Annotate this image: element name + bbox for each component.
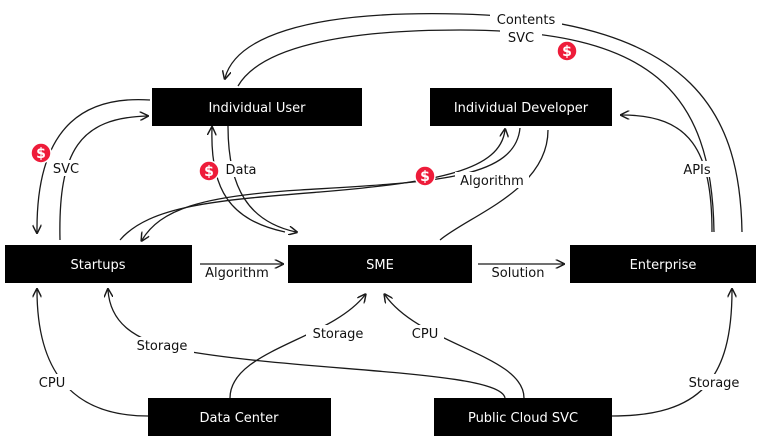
edge-label-cpu-startups: CPU <box>32 374 72 391</box>
svg-text:$: $ <box>420 169 430 185</box>
svg-text:Storage: Storage <box>313 327 364 342</box>
node-individual-developer: Individual Developer <box>430 88 612 126</box>
svg-text:Individual Developer: Individual Developer <box>454 101 589 116</box>
edge-public-cloud-to-enterprise <box>611 290 732 417</box>
node-startups: Startups <box>5 245 192 283</box>
svg-text:APIs: APIs <box>683 163 711 178</box>
edge-label-storage-startups: Storage <box>130 337 194 354</box>
edge-label-algorithm-dev: Algorithm <box>455 172 529 189</box>
edge-label-svc-top: SVC <box>500 29 542 46</box>
node-sme: SME <box>288 245 472 283</box>
edge-label-cpu-sme: CPU <box>406 325 444 342</box>
svg-text:CPU: CPU <box>412 327 438 342</box>
svg-text:Solution: Solution <box>492 266 545 281</box>
node-enterprise: Enterprise <box>570 245 756 283</box>
edge-label-storage-enterprise: Storage <box>682 374 746 391</box>
svg-text:Storage: Storage <box>137 339 188 354</box>
edge-public-cloud-to-sme <box>385 295 525 399</box>
edge-individual-user-to-startups <box>37 98 151 232</box>
node-data-center: Data Center <box>148 398 331 436</box>
svg-text:SVC: SVC <box>508 31 534 46</box>
svg-text:Storage: Storage <box>689 376 740 391</box>
edge-label-svc-left: SVC <box>50 160 86 177</box>
svg-text:Algorithm: Algorithm <box>460 174 524 189</box>
edge-label-data: Data <box>222 161 260 178</box>
svg-text:SVC: SVC <box>53 162 79 177</box>
edge-sme-to-individual-developer <box>439 129 549 241</box>
svg-text:Enterprise: Enterprise <box>630 258 697 273</box>
node-individual-user: Individual User <box>152 88 362 126</box>
svg-text:$: $ <box>204 164 214 180</box>
svg-text:SME: SME <box>366 258 394 273</box>
svg-text:Individual User: Individual User <box>208 101 306 116</box>
edge-startups-to-individual-developer <box>119 130 505 241</box>
payment-marker-svc-left: $ <box>30 142 52 164</box>
edge-individual-developer-to-startups <box>142 127 521 240</box>
svg-text:Startups: Startups <box>70 258 125 273</box>
node-public-cloud-svc: Public Cloud SVC <box>434 398 612 436</box>
edge-label-apis: APIs <box>678 161 716 178</box>
edge-label-storage-sme: Storage <box>306 325 370 342</box>
edge-individual-user-to-sme <box>227 125 296 232</box>
svg-text:$: $ <box>562 44 572 60</box>
svg-text:Data Center: Data Center <box>200 411 280 426</box>
svg-text:CPU: CPU <box>39 376 65 391</box>
edge-label-algorithm: Algorithm <box>205 266 269 281</box>
edge-label-contents: Contents <box>490 11 562 28</box>
payment-marker-data: $ <box>198 160 220 182</box>
edge-data-center-to-sme <box>229 295 365 399</box>
svg-text:Algorithm: Algorithm <box>205 266 269 281</box>
svg-text:Contents: Contents <box>497 13 556 28</box>
edge-public-cloud-to-startups <box>108 290 506 399</box>
edge-individual-user-to-enterprise <box>237 29 715 233</box>
svg-text:Public Cloud SVC: Public Cloud SVC <box>468 411 578 426</box>
payment-marker-algorithm: $ <box>414 165 436 187</box>
svg-text:Data: Data <box>225 163 256 178</box>
edge-startups-to-individual-user <box>59 116 147 241</box>
svg-text:$: $ <box>36 146 46 162</box>
edge-label-solution: Solution <box>492 266 545 281</box>
payment-marker-svc-top: $ <box>556 40 578 62</box>
edge-sme-to-individual-user <box>212 128 286 233</box>
edge-enterprise-to-individual-developer <box>622 115 713 233</box>
